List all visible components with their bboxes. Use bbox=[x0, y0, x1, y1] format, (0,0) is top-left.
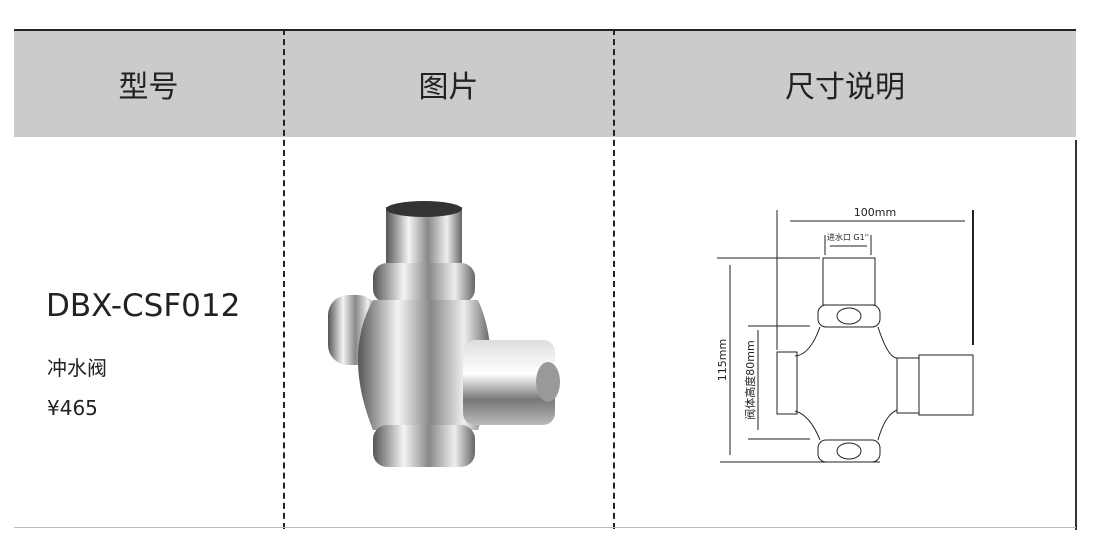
dimension-diagram: 100mm 进水口 G1'' 115mm 阀体高度80mm bbox=[716, 206, 974, 463]
width-label: 100mm bbox=[854, 206, 896, 219]
product-price: ¥465 bbox=[47, 396, 98, 420]
header-image: 图片 bbox=[418, 70, 479, 105]
header-model: 型号 bbox=[118, 70, 179, 105]
model-number: DBX-CSF012 bbox=[46, 288, 241, 324]
height-label: 115mm bbox=[716, 339, 729, 381]
product-name: 冲水阀 bbox=[47, 356, 107, 380]
table-bottom-border bbox=[14, 527, 1076, 528]
column-divider bbox=[613, 29, 615, 529]
table-right-border bbox=[1075, 140, 1077, 530]
inlet-label: 进水口 G1'' bbox=[827, 232, 869, 242]
column-divider bbox=[283, 29, 285, 529]
body-height-label: 阀体高度80mm bbox=[743, 340, 757, 419]
flush-valve-image bbox=[328, 201, 560, 467]
header-dimensions: 尺寸说明 bbox=[785, 70, 905, 105]
table-header: 型号 图片 尺寸说明 bbox=[14, 29, 1076, 137]
